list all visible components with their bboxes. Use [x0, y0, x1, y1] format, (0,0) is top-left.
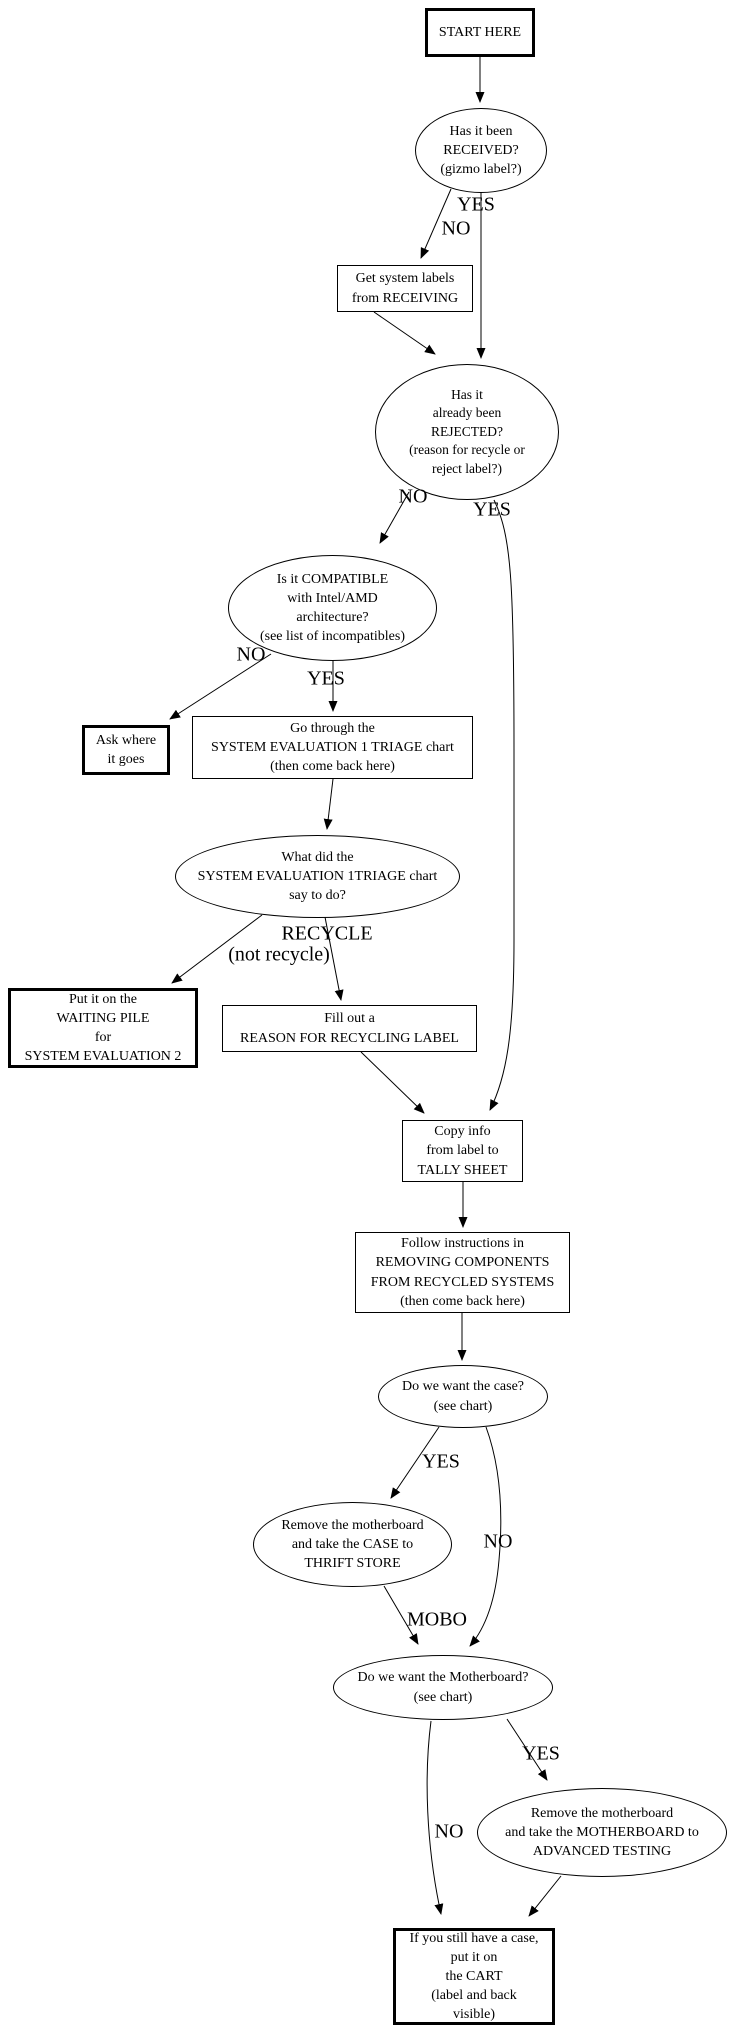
edge-mobo-yes-to-adv-testing	[506, 1718, 548, 1781]
decision-want-motherboard: Do we want the Motherboard? (see chart)	[333, 1655, 553, 1720]
node-cart: If you still have a case, put it on the …	[393, 1928, 555, 2025]
decision-what-did-triage-say: What did the SYSTEM EVALUATION 1TRIAGE c…	[175, 835, 460, 918]
decision-rejected: Has it already been REJECTED? (reason fo…	[375, 364, 559, 500]
edge-label-rejected-no: NO	[398, 485, 428, 508]
node-get-system-labels: Get system labels from RECEIVING	[337, 265, 473, 312]
edge-label-not-recycle: (not recycle)	[228, 943, 330, 966]
edge-rejected-no-to-compatible	[379, 491, 410, 544]
edge-mobo-no-to-cart	[426, 1720, 444, 1915]
edge-label-case-no: NO	[483, 1530, 513, 1553]
edge-label-case-yes: YES	[422, 1450, 460, 1473]
edge-label-mobo: MOBO	[406, 1608, 468, 1631]
edge-case-yes-to-thrift	[390, 1426, 440, 1499]
edge-label-recycle: RECYCLE	[281, 922, 373, 945]
node-motherboard-advanced-testing: Remove the motherboard and take the MOTH…	[477, 1788, 727, 1877]
edge-compatible-no-to-ask-where	[169, 653, 272, 720]
edge-what-did-recycle-to-fill-out	[324, 916, 344, 1001]
edge-label-mobo-no: NO	[434, 1820, 464, 1843]
node-copy-info-tally-sheet: Copy info from label to TALLY SHEET	[402, 1120, 523, 1182]
node-ask-where-it-goes: Ask where it goes	[82, 725, 170, 775]
edge-label-compatible-no: NO	[236, 643, 266, 666]
edge-fill-out-to-copy-info	[360, 1051, 425, 1114]
decision-received: Has it been RECEIVED? (gizmo label?)	[415, 108, 547, 193]
edge-label-rejected-yes: YES	[473, 498, 511, 521]
edge-rejected-yes-to-copy-info	[489, 499, 515, 1111]
node-case-thrift-store: Remove the motherboard and take the CASE…	[253, 1502, 452, 1587]
decision-want-case: Do we want the case? (see chart)	[378, 1365, 548, 1428]
node-start-here: START HERE	[425, 8, 535, 57]
edge-received-no-to-get-labels	[420, 188, 452, 259]
edge-what-did-notrecycle-to-waiting-pile	[171, 914, 263, 984]
node-removing-components: Follow instructions in REMOVING COMPONEN…	[355, 1232, 570, 1313]
edge-thrift-mobo-to-want-mobo	[383, 1585, 419, 1645]
edge-case-no-to-want-mobo	[469, 1426, 502, 1647]
edge-get-labels-to-rejected	[373, 311, 436, 355]
decision-compatible: Is it COMPATIBLE with Intel/AMD architec…	[228, 555, 437, 661]
node-waiting-pile: Put it on the WAITING PILE for SYSTEM EV…	[8, 988, 198, 1068]
edge-triage-to-what-did	[323, 778, 334, 830]
node-system-evaluation-1-triage: Go through the SYSTEM EVALUATION 1 TRIAG…	[192, 716, 473, 779]
edge-adv-testing-to-cart	[528, 1875, 562, 1917]
node-reason-for-recycling-label: Fill out a REASON FOR RECYCLING LABEL	[222, 1005, 477, 1052]
edge-label-received-no: NO	[441, 217, 471, 240]
edge-label-mobo-yes: YES	[522, 1742, 560, 1765]
edge-label-compatible-yes: YES	[307, 667, 345, 690]
edge-label-received-yes: YES	[457, 193, 495, 216]
